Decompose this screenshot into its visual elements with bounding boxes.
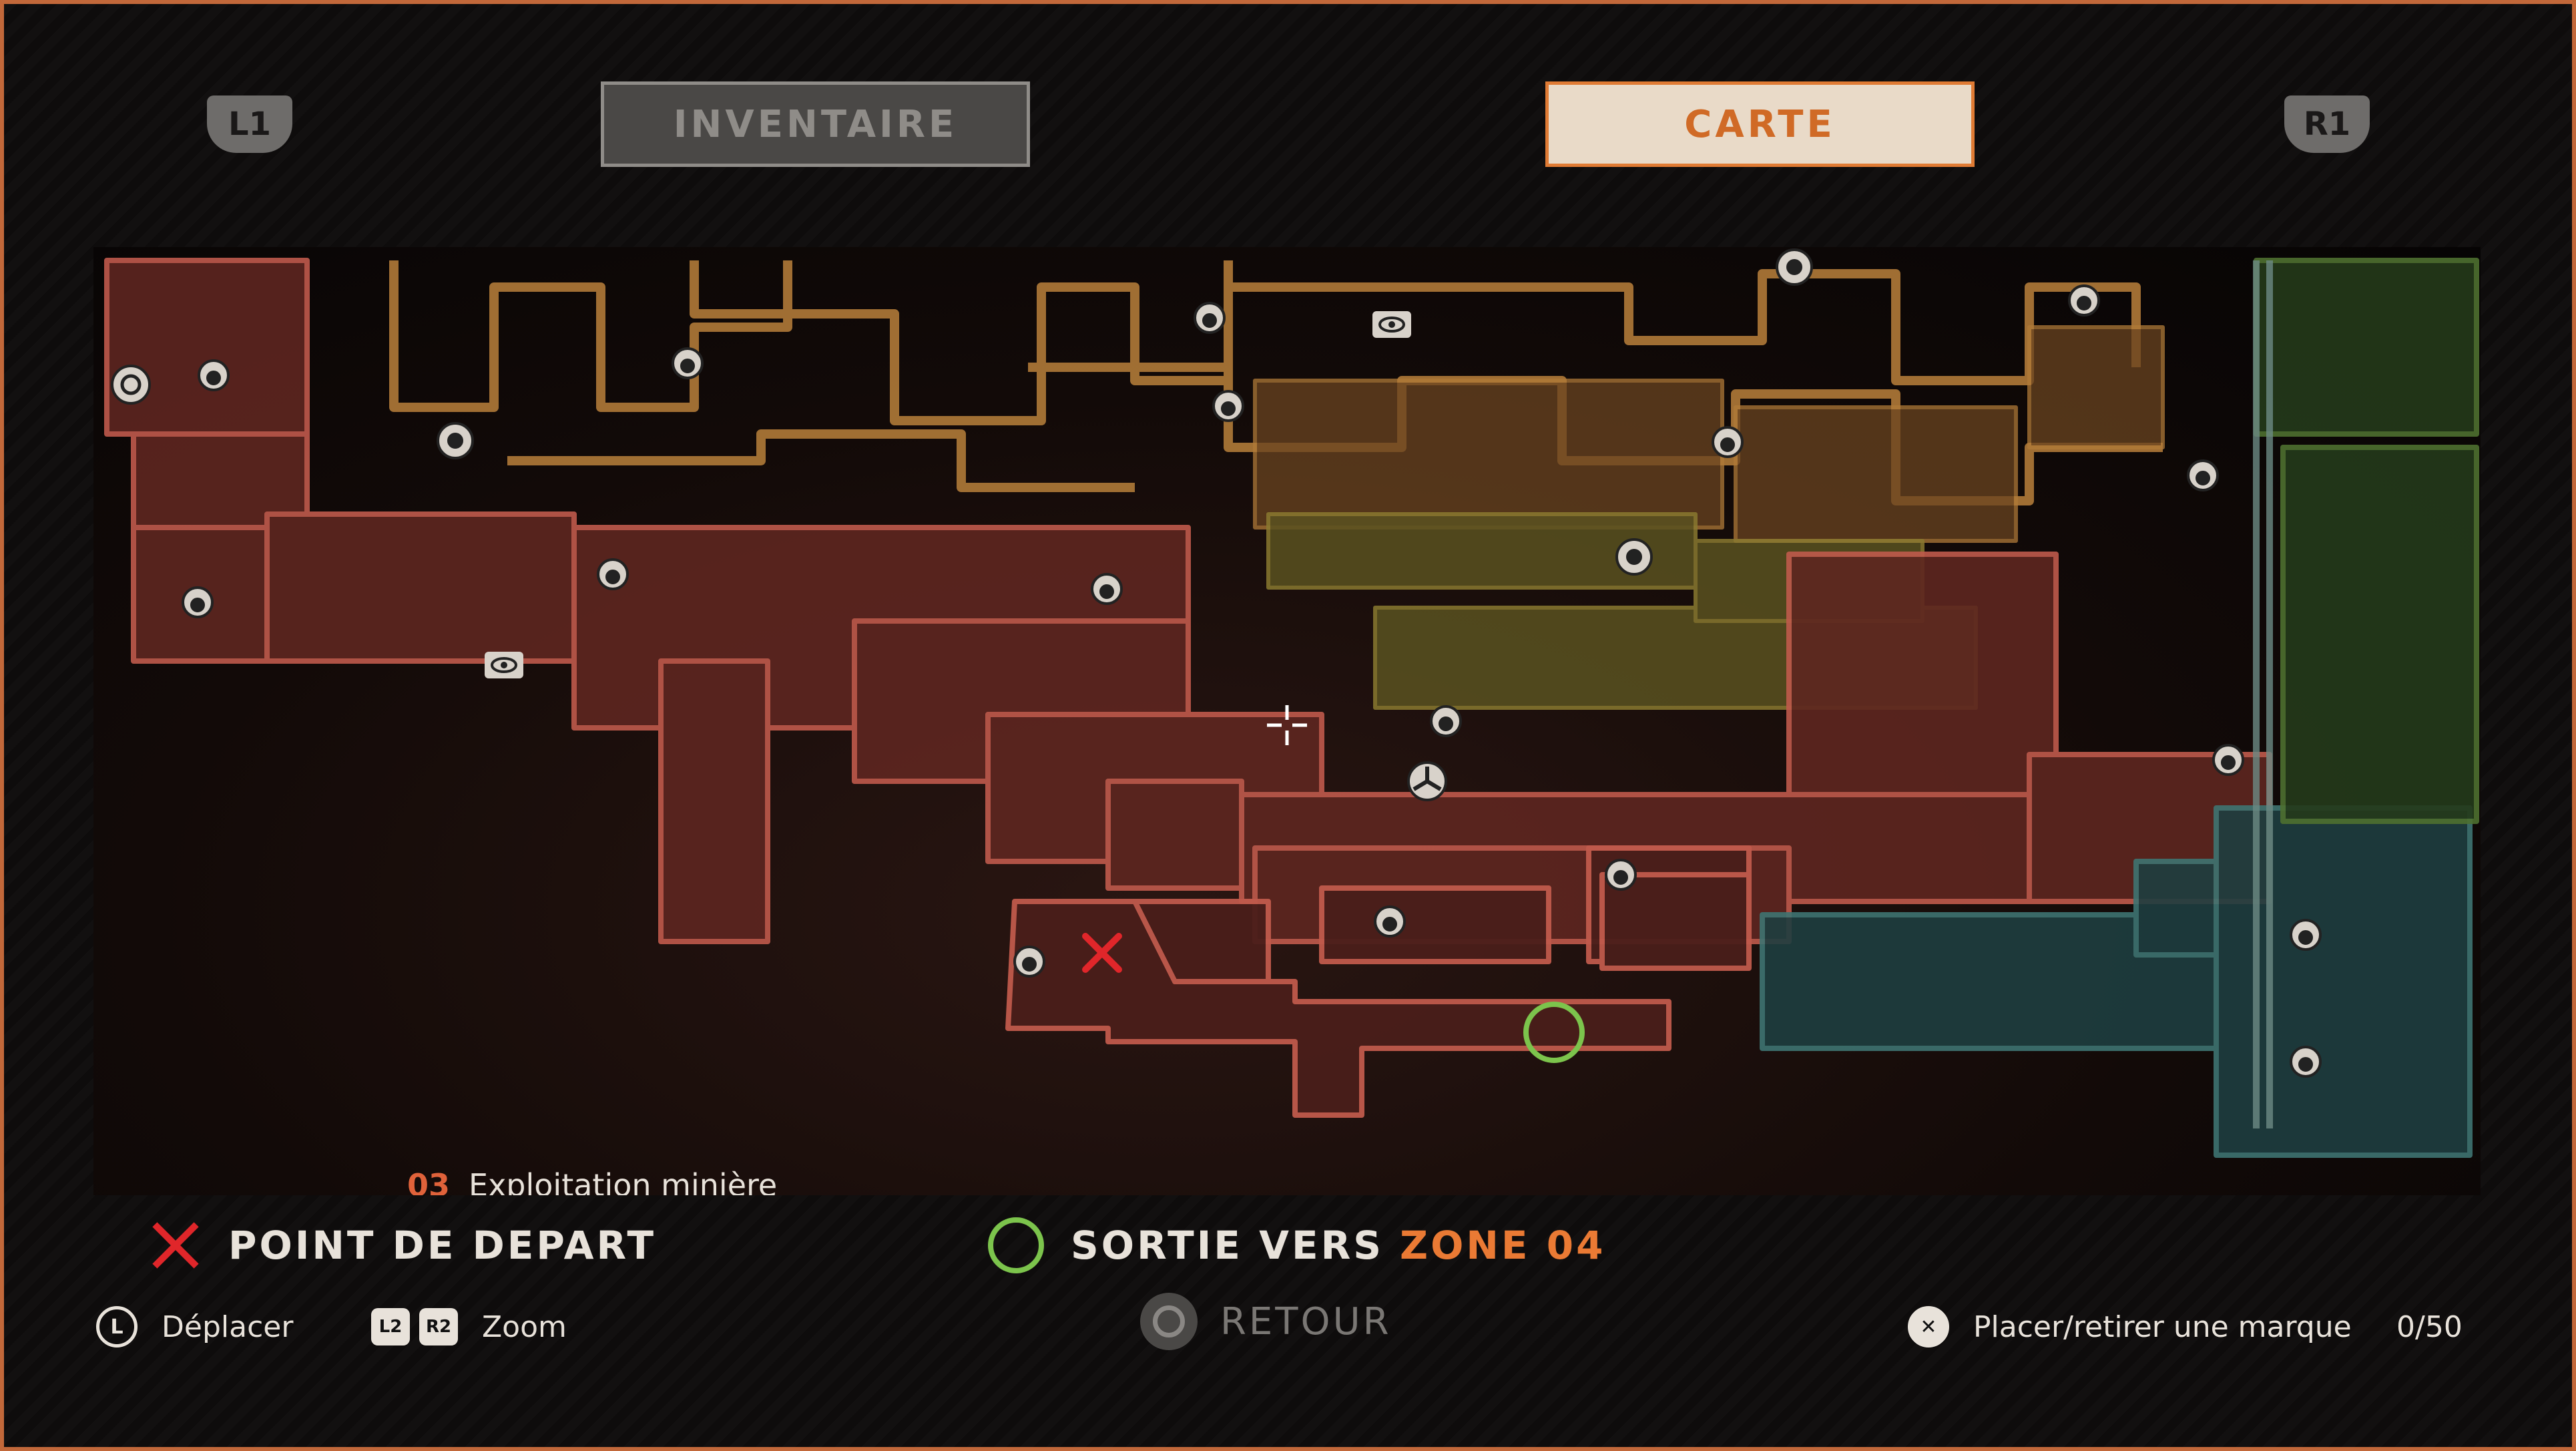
- tab-map[interactable]: CARTE: [1545, 81, 1975, 167]
- hint-zoom: L2 R2 Zoom: [371, 1303, 567, 1350]
- legend-start-point: POINT DE DEPART: [148, 1215, 656, 1275]
- map-cursor-crosshair[interactable]: [1267, 705, 1307, 745]
- map-region-mining: [104, 258, 2272, 944]
- region-name: Exploitation minière: [469, 1167, 778, 1195]
- eye-icon[interactable]: [485, 652, 523, 678]
- legend-exit: SORTIE VERS ZONE 04: [988, 1215, 1605, 1275]
- back-label: RETOUR: [1220, 1299, 1392, 1343]
- l2-button-icon: L2: [371, 1308, 410, 1345]
- left-stick-icon: L: [96, 1306, 138, 1348]
- save-station-icon[interactable]: [1712, 426, 1744, 458]
- map-canvas: [104, 248, 2479, 1158]
- exit-zone-marker: [1523, 1002, 1585, 1063]
- region-number: 03: [407, 1167, 451, 1195]
- marker-counter: 0/50: [2396, 1309, 2463, 1344]
- eye-icon[interactable]: [1372, 311, 1411, 338]
- circle-button-icon: [1140, 1293, 1198, 1350]
- region-label: 03 Exploitation minière: [407, 1167, 777, 1195]
- hint-move-label: Déplacer: [162, 1309, 294, 1344]
- save-station-icon[interactable]: [1374, 905, 1406, 938]
- tab-inventory[interactable]: INVENTAIRE: [601, 81, 1030, 167]
- legend-start-label: POINT DE DEPART: [228, 1223, 657, 1268]
- save-station-icon[interactable]: [198, 359, 230, 391]
- map-vertical-shaft: [2253, 260, 2273, 1128]
- gear-icon[interactable]: [1615, 538, 1653, 576]
- save-station-icon[interactable]: [2068, 284, 2100, 317]
- save-station-icon[interactable]: [672, 347, 704, 379]
- hint-place-marker[interactable]: ✕ Placer/retirer une marque: [1908, 1303, 2352, 1350]
- save-station-icon[interactable]: [597, 558, 629, 590]
- cross-button-icon: ✕: [1908, 1306, 1949, 1348]
- save-station-icon[interactable]: [2187, 459, 2219, 491]
- legend-exit-zone: ZONE 04: [1400, 1223, 1606, 1268]
- portal-icon[interactable]: [111, 365, 151, 405]
- save-station-icon[interactable]: [182, 586, 214, 618]
- save-station-icon[interactable]: [1212, 390, 1244, 422]
- save-station-icon[interactable]: [1091, 573, 1123, 605]
- save-station-icon[interactable]: [1430, 705, 1462, 737]
- map-region-far-right: [2254, 258, 2479, 824]
- back-button[interactable]: RETOUR: [1140, 1293, 1392, 1350]
- save-station-icon[interactable]: [1605, 859, 1637, 891]
- save-station-icon[interactable]: [2290, 1046, 2322, 1078]
- hint-move: L Déplacer: [96, 1303, 293, 1350]
- legend-exit-label: SORTIE VERS: [1071, 1223, 1384, 1268]
- green-ring-icon: [988, 1217, 1044, 1273]
- save-station-icon[interactable]: [2290, 919, 2322, 951]
- fan-icon[interactable]: [1407, 761, 1447, 801]
- gear-icon[interactable]: [1776, 248, 1813, 286]
- map-view[interactable]: 03 Exploitation minière: [93, 247, 2481, 1195]
- r1-shoulder-button[interactable]: R1: [2284, 95, 2370, 153]
- save-station-icon[interactable]: [2212, 744, 2244, 776]
- r2-button-icon: R2: [419, 1308, 458, 1345]
- save-station-icon[interactable]: [1194, 302, 1226, 334]
- save-station-icon[interactable]: [1013, 946, 1045, 978]
- hint-zoom-label: Zoom: [482, 1309, 567, 1344]
- hint-place-label: Placer/retirer une marque: [1973, 1309, 2352, 1344]
- l1-shoulder-button[interactable]: L1: [207, 95, 292, 153]
- x-marker-icon: [148, 1219, 202, 1272]
- start-point-marker: [1082, 933, 1122, 973]
- gear-icon[interactable]: [437, 422, 474, 459]
